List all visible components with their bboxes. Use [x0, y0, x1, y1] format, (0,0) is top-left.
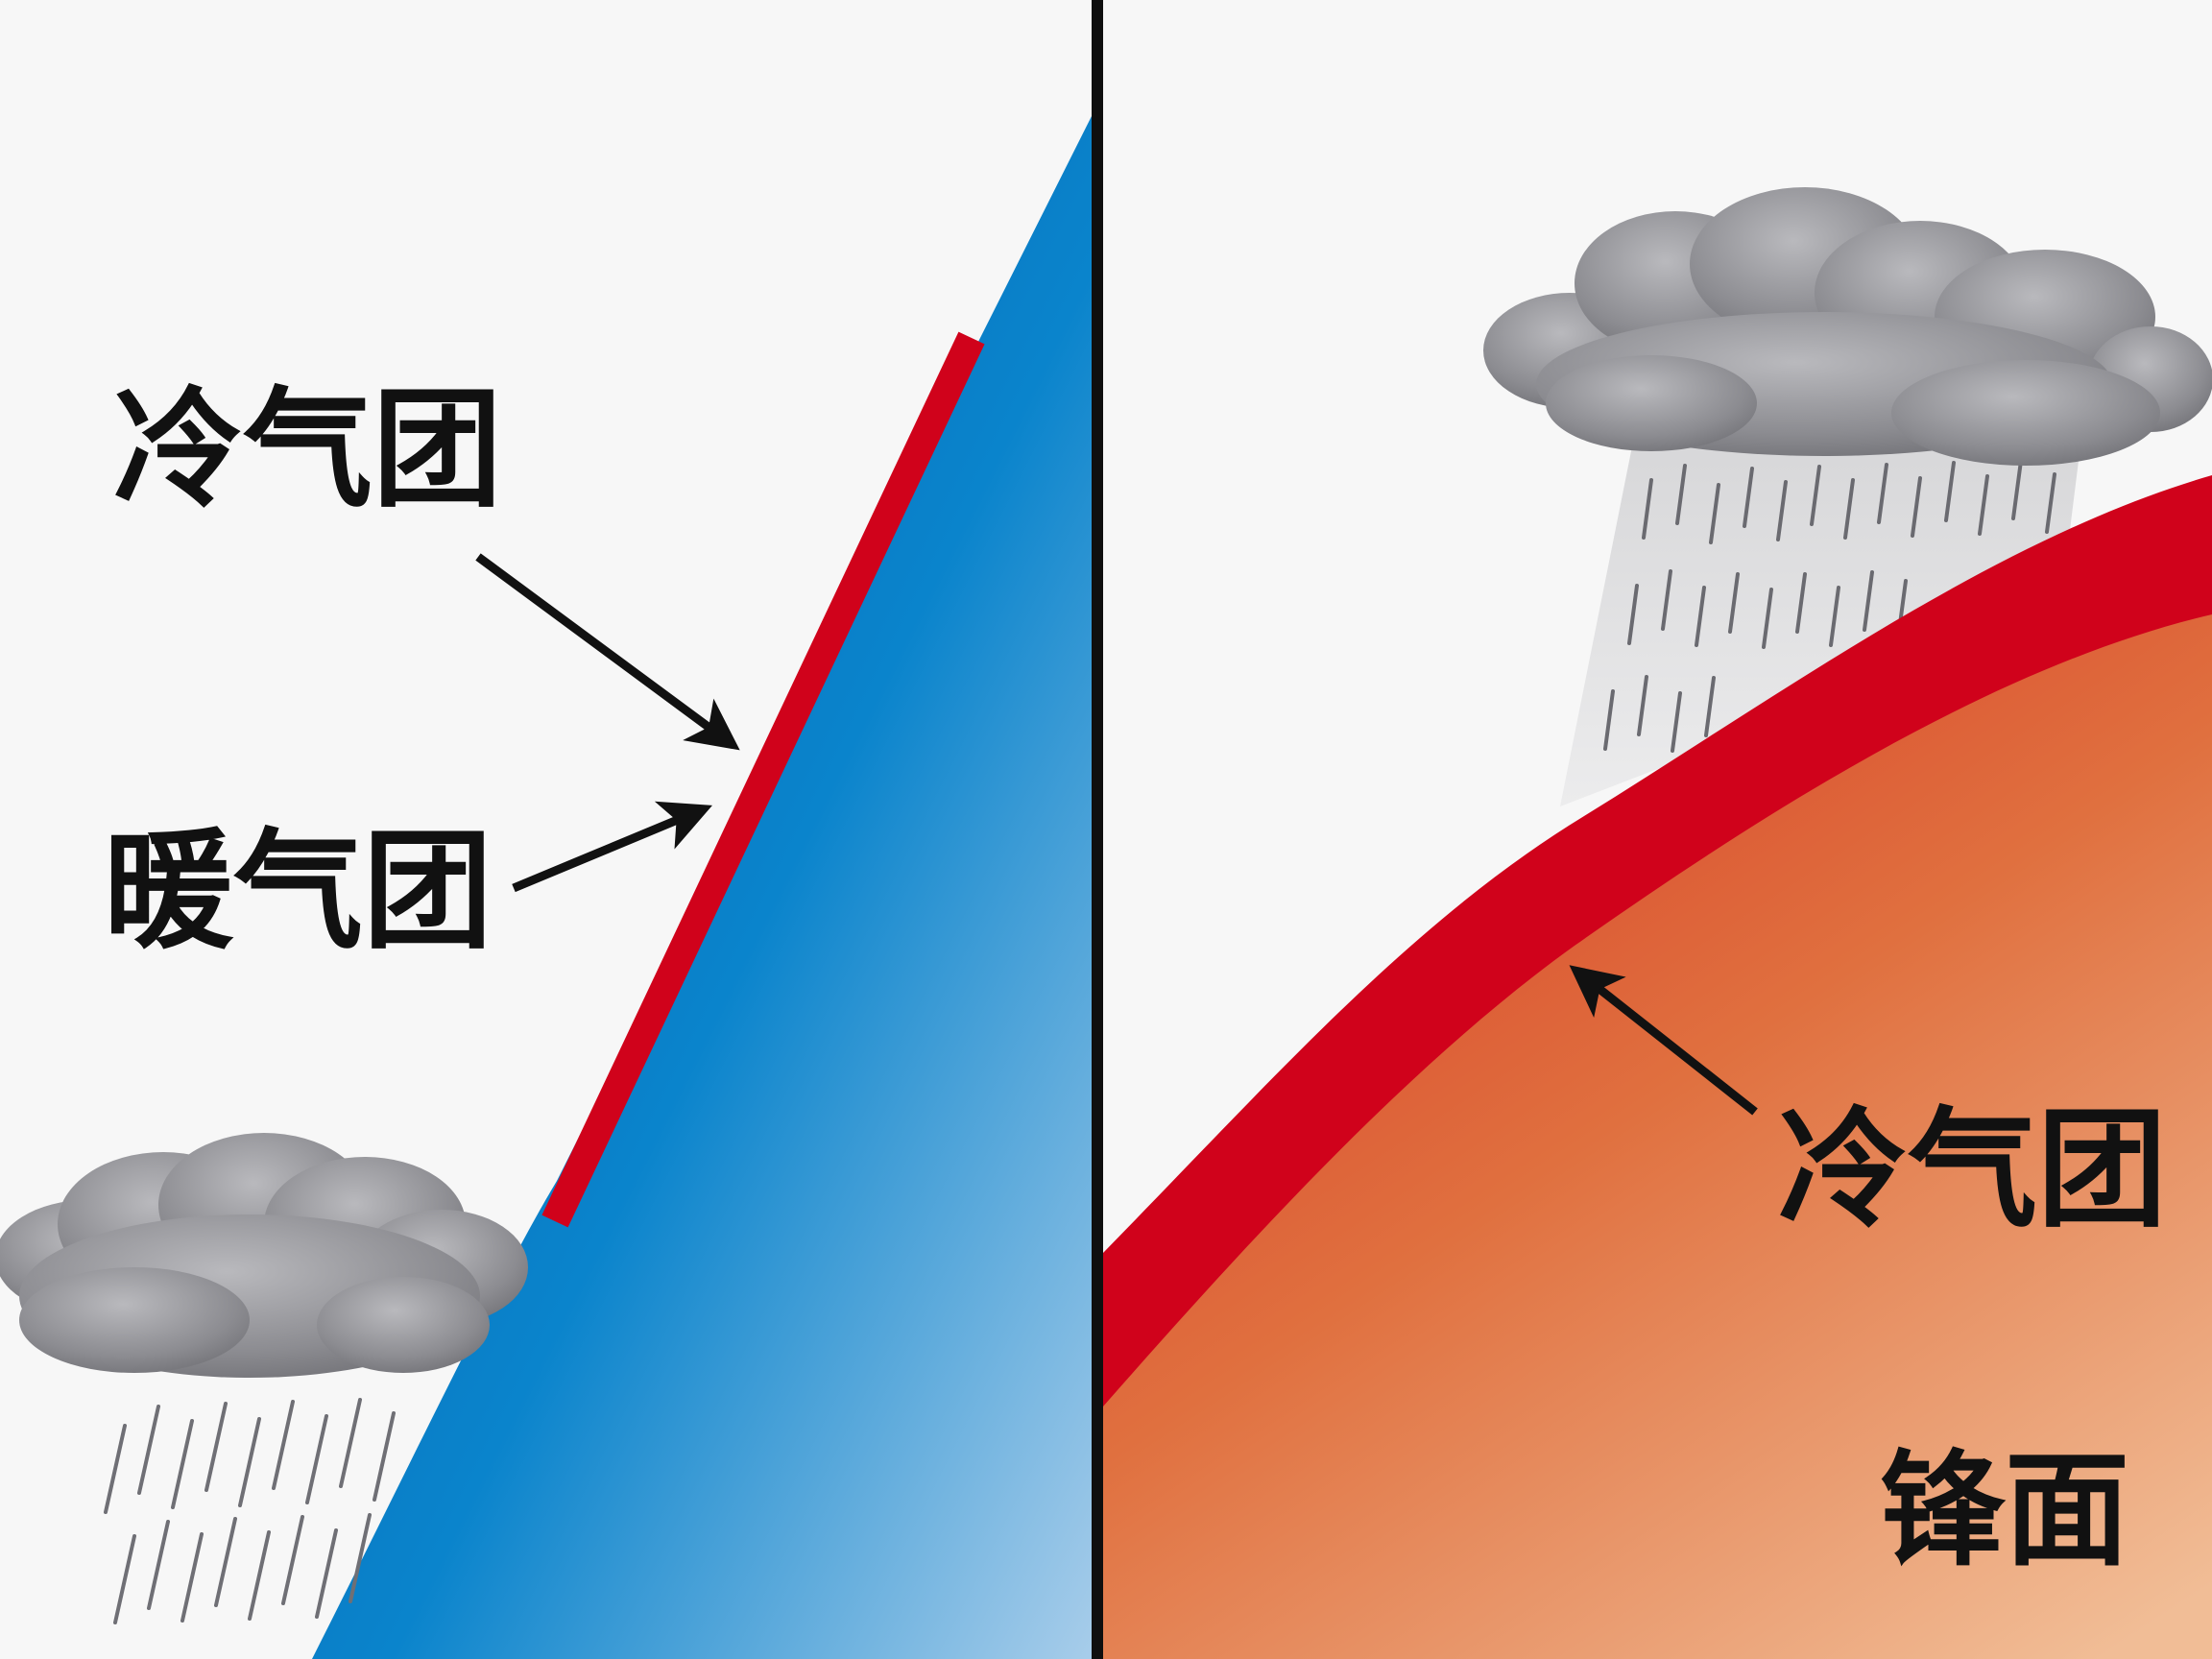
right-arrow-label: 冷气团: [1778, 1094, 2167, 1245]
right-rain-cloud: [1483, 187, 2212, 466]
left-front-line: [541, 331, 985, 1228]
cloud-body: [0, 1133, 528, 1378]
left-lower-arrow: [512, 801, 712, 893]
rain-streaks: [104, 1398, 396, 1624]
left-panel: 冷气团 暖气团: [0, 110, 1094, 1659]
panel-divider: [1092, 0, 1103, 1659]
right-rain-column: [1560, 422, 2083, 806]
left-upper-label: 冷气团: [113, 374, 502, 525]
right-arrow: [1569, 965, 1758, 1116]
right-bottom-label: 锋面: [1880, 1437, 2129, 1583]
right-rain-streaks: [1603, 459, 2056, 753]
warm-air-mass: [1103, 614, 2212, 1659]
left-upper-arrow: [475, 553, 740, 751]
right-panel: 冷气团 锋面: [1103, 187, 2212, 1659]
left-lower-label: 暖气团: [104, 816, 493, 967]
left-rain-cloud: [0, 1133, 528, 1624]
